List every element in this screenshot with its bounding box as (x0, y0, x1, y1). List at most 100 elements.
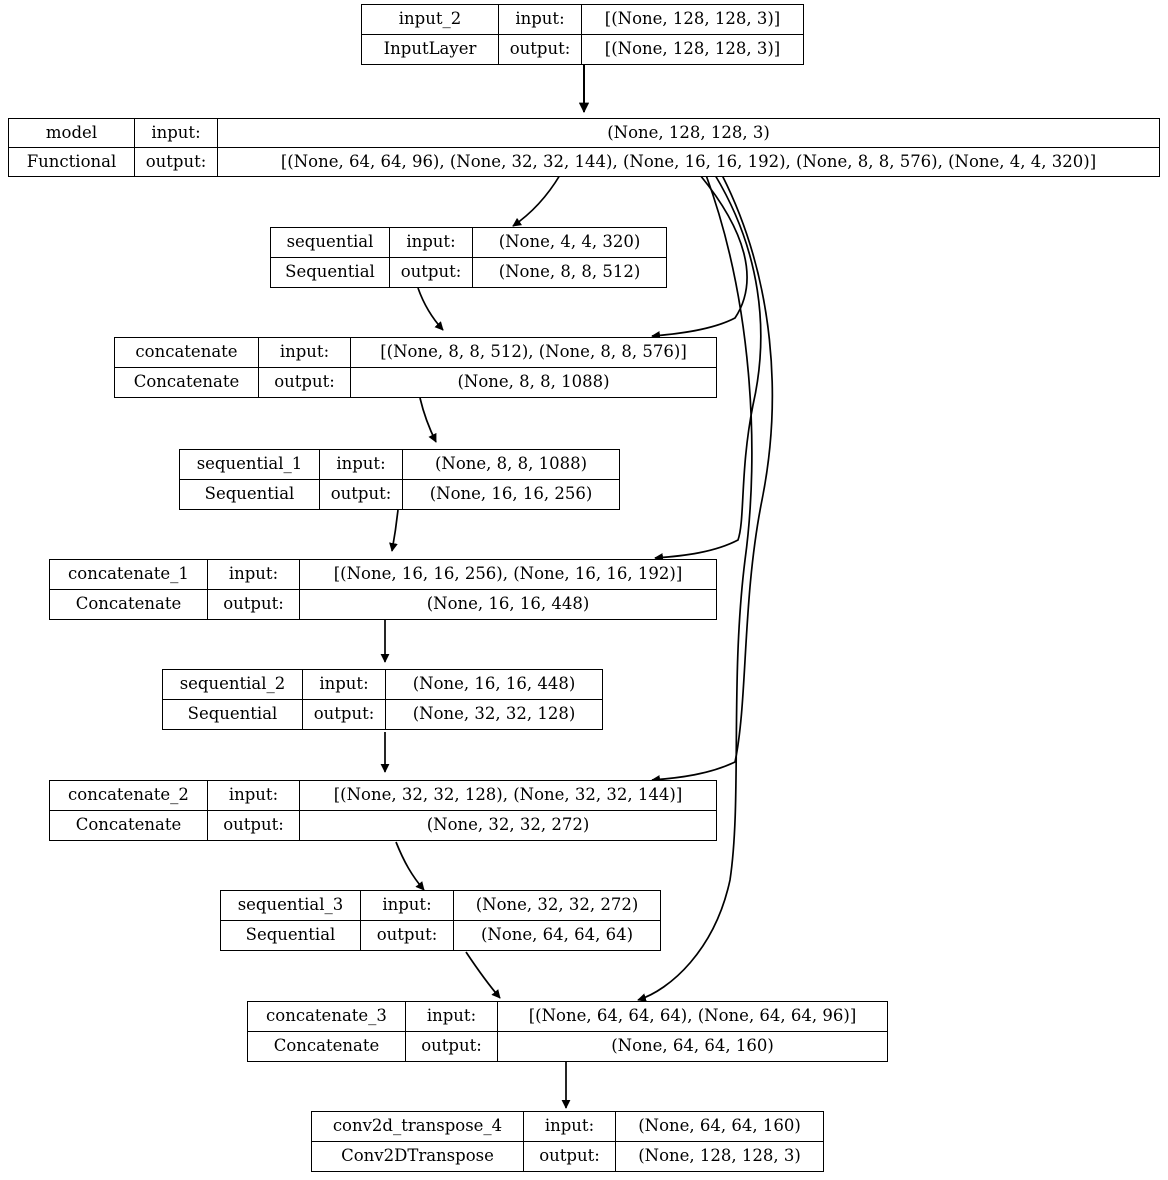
node-name: conv2d_transpose_4 (312, 1112, 524, 1141)
node-output-label: output: (406, 1032, 498, 1061)
node-input-label: input: (208, 781, 300, 810)
node-concatenate_2[interactable]: concatenate_2 input: [(None, 32, 32, 128… (49, 780, 717, 841)
node-class-name: Sequential (271, 258, 390, 287)
node-name: sequential_1 (180, 450, 320, 479)
node-input-label: input: (303, 670, 386, 699)
node-model[interactable]: model input: (None, 128, 128, 3) Functio… (8, 118, 1160, 177)
node-row-input: concatenate_2 input: [(None, 32, 32, 128… (50, 781, 716, 811)
node-output-shape: (None, 32, 32, 272) (426, 815, 590, 835)
node-output-shape: (None, 64, 64, 160) (611, 1036, 774, 1056)
edge-model-to-concatenate_2 (651, 174, 774, 784)
node-output-label: output: (135, 148, 218, 176)
node-row-output: Concatenate output: (None, 8, 8, 1088) (115, 368, 716, 397)
edge-concatenate_2-to-sequential_3 (395, 841, 425, 891)
edge-sequential_1-to-concatenate_1 (389, 509, 399, 552)
node-name: model (9, 119, 135, 147)
node-sequential_2[interactable]: sequential_2 input: (None, 16, 16, 448) … (162, 669, 603, 730)
node-sequential[interactable]: sequential input: (None, 4, 4, 320) Sequ… (270, 227, 667, 288)
node-concatenate_1[interactable]: concatenate_1 input: [(None, 16, 16, 256… (49, 559, 717, 620)
node-output-shape: (None, 8, 8, 512) (498, 262, 641, 282)
node-input-shape: [(None, 64, 64, 64), (None, 64, 64, 96)] (528, 1006, 857, 1026)
node-input-shape: (None, 8, 8, 1088) (434, 454, 588, 474)
node-name: sequential_2 (163, 670, 303, 699)
node-output-shape: (None, 32, 32, 128) (412, 704, 576, 724)
node-output-label: output: (390, 258, 473, 287)
node-concatenate[interactable]: concatenate input: [(None, 8, 8, 512), (… (114, 337, 717, 398)
node-row-output: Sequential output: (None, 64, 64, 64) (221, 921, 660, 950)
node-sequential_1[interactable]: sequential_1 input: (None, 8, 8, 1088) S… (179, 449, 620, 510)
node-row-input: sequential input: (None, 4, 4, 320) (271, 228, 666, 258)
node-input-label: input: (135, 119, 218, 147)
node-class-name: Conv2DTranspose (312, 1142, 524, 1171)
node-row-output: Concatenate output: (None, 32, 32, 272) (50, 811, 716, 840)
node-input-shape: (None, 64, 64, 160) (638, 1116, 801, 1136)
node-output-label: output: (259, 368, 351, 397)
node-output-shape: [(None, 128, 128, 3)] (604, 39, 781, 59)
node-row-input: input_2 input: [(None, 128, 128, 3)] (362, 5, 803, 35)
edge-concatenate-to-sequential_1 (419, 397, 437, 443)
node-input-shape: (None, 32, 32, 272) (475, 895, 639, 915)
node-input-label: input: (320, 450, 403, 479)
node-sequential_3[interactable]: sequential_3 input: (None, 32, 32, 272) … (220, 890, 661, 951)
node-input-shape: [(None, 8, 8, 512), (None, 8, 8, 576)] (380, 342, 687, 362)
node-name: concatenate (115, 338, 259, 367)
node-output-shape: [(None, 64, 64, 96), (None, 32, 32, 144)… (280, 151, 1097, 171)
node-output-label: output: (208, 590, 300, 619)
node-conv2d_transpose_4[interactable]: conv2d_transpose_4 input: (None, 64, 64,… (311, 1111, 824, 1172)
node-class-name: Sequential (180, 480, 320, 509)
node-row-input: model input: (None, 128, 128, 3) (9, 119, 1159, 148)
node-row-input: sequential_1 input: (None, 8, 8, 1088) (180, 450, 619, 480)
node-output-label: output: (303, 700, 386, 729)
node-input-shape: [(None, 128, 128, 3)] (604, 9, 781, 29)
node-row-output: Concatenate output: (None, 16, 16, 448) (50, 590, 716, 619)
node-row-output: Sequential output: (None, 16, 16, 256) (180, 480, 619, 509)
node-name: concatenate_1 (50, 560, 208, 589)
node-row-output: Functional output: [(None, 64, 64, 96), … (9, 148, 1159, 176)
node-output-label: output: (361, 921, 454, 950)
node-class-name: Concatenate (50, 590, 208, 619)
node-input-label: input: (361, 891, 454, 920)
node-class-name: InputLayer (362, 35, 499, 64)
node-name: concatenate_3 (248, 1002, 406, 1031)
node-row-output: Sequential output: (None, 32, 32, 128) (163, 700, 602, 729)
node-class-name: Sequential (163, 700, 303, 729)
node-row-input: sequential_2 input: (None, 16, 16, 448) (163, 670, 602, 700)
node-row-output: Conv2DTranspose output: (None, 128, 128,… (312, 1142, 823, 1171)
node-row-output: InputLayer output: [(None, 128, 128, 3)] (362, 35, 803, 64)
node-class-name: Concatenate (115, 368, 259, 397)
edge-sequential-to-concatenate (417, 287, 444, 331)
node-class-name: Concatenate (50, 811, 208, 840)
node-input-shape: [(None, 32, 32, 128), (None, 32, 32, 144… (333, 785, 683, 805)
edge-model-to-sequential (512, 174, 561, 227)
node-row-input: sequential_3 input: (None, 32, 32, 272) (221, 891, 660, 921)
node-output-shape: (None, 16, 16, 256) (429, 484, 593, 504)
node-input-label: input: (406, 1002, 498, 1031)
node-row-output: Concatenate output: (None, 64, 64, 160) (248, 1032, 887, 1061)
node-input-label: input: (499, 5, 582, 34)
node-row-input: conv2d_transpose_4 input: (None, 64, 64,… (312, 1112, 823, 1142)
node-concatenate_3[interactable]: concatenate_3 input: [(None, 64, 64, 64)… (247, 1001, 888, 1062)
node-input_2[interactable]: input_2 input: [(None, 128, 128, 3)] Inp… (361, 4, 804, 65)
node-input-label: input: (390, 228, 473, 257)
node-input-label: input: (259, 338, 351, 367)
node-class-name: Sequential (221, 921, 361, 950)
node-output-shape: (None, 64, 64, 64) (480, 925, 634, 945)
node-name: concatenate_2 (50, 781, 208, 810)
node-row-input: concatenate input: [(None, 8, 8, 512), (… (115, 338, 716, 368)
node-output-label: output: (208, 811, 300, 840)
node-output-label: output: (499, 35, 582, 64)
node-output-shape: (None, 16, 16, 448) (426, 594, 590, 614)
node-output-shape: (None, 128, 128, 3) (638, 1146, 801, 1166)
node-input-shape: (None, 128, 128, 3) (607, 122, 770, 142)
node-row-output: Sequential output: (None, 8, 8, 512) (271, 258, 666, 287)
node-row-input: concatenate_3 input: [(None, 64, 64, 64)… (248, 1002, 887, 1032)
edge-sequential_3-to-concatenate_3 (465, 951, 501, 999)
node-output-label: output: (524, 1142, 616, 1171)
node-name: sequential (271, 228, 390, 257)
node-input-label: input: (524, 1112, 616, 1141)
node-input-shape: (None, 16, 16, 448) (412, 674, 576, 694)
node-input-label: input: (208, 560, 300, 589)
node-output-label: output: (320, 480, 403, 509)
node-name: input_2 (362, 5, 499, 34)
